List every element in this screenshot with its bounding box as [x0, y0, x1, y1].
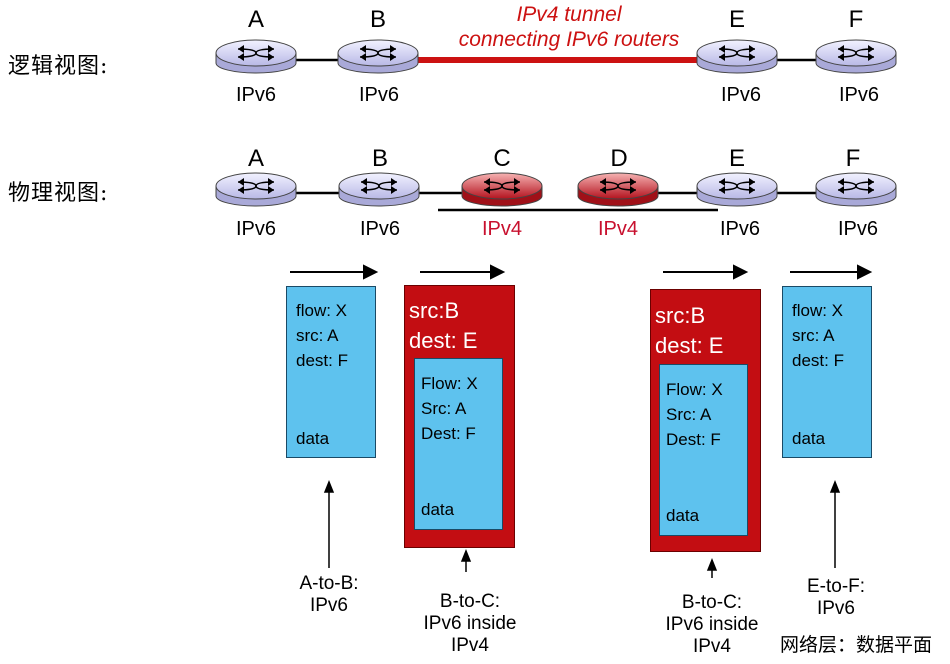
node-letter-f-logical: F [848, 6, 864, 33]
caption-b-to-c-1: B-to-C: IPv6 inside IPv4 [400, 591, 540, 657]
proto-f-logical: IPv6 [838, 84, 880, 106]
caption-line: B-to-C: [439, 591, 501, 612]
outer-header-src: src:B [655, 303, 706, 328]
packet-field-src: Src: A [666, 405, 712, 424]
node-letter-c-physical: C [493, 145, 511, 172]
caption-line: IPv6 inside [423, 613, 517, 634]
caption-line: IPv4 [692, 636, 732, 657]
proto-f-physical: IPv6 [837, 218, 879, 240]
packet-field-dest: dest: F [792, 351, 844, 370]
outer-header-src: src:B [409, 298, 460, 323]
node-letter-a-physical: A [247, 145, 264, 172]
packet-field-dest: dest: F [296, 351, 348, 370]
node-letter-b-logical: B [369, 6, 386, 33]
caption-line: B-to-C: [681, 592, 743, 613]
packet-data: data [666, 506, 700, 525]
tunnel-label: IPv4 tunnel connecting IPv6 routers [424, 2, 714, 52]
router-icon-c-physical [461, 172, 543, 207]
outer-header-dest: dest: E [655, 333, 724, 358]
router-icon-b-physical [338, 172, 420, 207]
outer-header-dest: dest: E [409, 328, 478, 353]
node-letter-e-logical: E [728, 6, 745, 33]
proto-d-physical: IPv4 [597, 218, 639, 240]
logical-view-label: 逻辑视图: [8, 54, 109, 79]
router-icon-f-physical [815, 172, 897, 207]
packet-field-flow: flow: X [296, 301, 348, 320]
packet-field-flow: Flow: X [421, 374, 478, 393]
caption-b-to-c-2: B-to-C: IPv6 inside IPv4 [642, 592, 782, 658]
packet-data: data [792, 429, 826, 448]
tunnel-label-line2: connecting IPv6 routers [458, 28, 680, 51]
caption-e-to-f: E-to-F: IPv6 [776, 576, 896, 620]
node-letter-b-physical: B [371, 145, 388, 172]
inner-ipv6-packet: Flow: X Src: A Dest: F data [414, 358, 503, 530]
caption-line: IPv6 [309, 595, 349, 616]
caption-line: IPv6 inside [665, 614, 759, 635]
proto-e-logical: IPv6 [720, 84, 762, 106]
caption-line: IPv6 [816, 598, 856, 619]
encapsulated-packet-b-to-c-1: src:B dest: E Flow: X Src: A Dest: F dat… [404, 285, 515, 548]
proto-e-physical: IPv6 [719, 218, 761, 240]
tunnel-label-line1: IPv4 tunnel [516, 3, 622, 26]
proto-a-logical: IPv6 [235, 84, 277, 106]
physical-view-label: 物理视图: [8, 181, 109, 206]
node-letter-e-physical: E [728, 145, 745, 172]
inner-ipv6-packet: Flow: X Src: A Dest: F data [659, 364, 748, 536]
packet-data: data [296, 429, 330, 448]
router-icon-a-logical [215, 39, 297, 74]
proto-b-physical: IPv6 [359, 218, 401, 240]
packet-e-to-f: flow: X src: A dest: F data [782, 286, 872, 458]
proto-c-physical: IPv4 [481, 218, 523, 240]
caption-line: A-to-B: [299, 573, 359, 594]
packet-field-src: src: A [296, 326, 339, 345]
node-letter-d-physical: D [610, 145, 628, 172]
node-letter-f-physical: F [845, 145, 861, 172]
footer-title: 网络层：数据平面 [780, 634, 933, 656]
caption-a-to-b: A-to-B: IPv6 [269, 573, 389, 617]
router-icon-e-physical [696, 172, 778, 207]
router-icon-f-logical [815, 39, 897, 74]
packet-data: data [421, 500, 455, 519]
router-icon-b-logical [337, 39, 419, 74]
packet-field-dest: Dest: F [666, 430, 721, 449]
encapsulated-packet-b-to-c-2: src:B dest: E Flow: X Src: A Dest: F dat… [650, 289, 761, 552]
packet-field-flow: Flow: X [666, 380, 723, 399]
caption-line: E-to-F: [806, 576, 866, 597]
packet-field-flow: flow: X [792, 301, 844, 320]
proto-b-logical: IPv6 [358, 84, 400, 106]
node-letter-a-logical: A [247, 6, 264, 33]
packet-field-src: Src: A [421, 399, 467, 418]
caption-line: IPv4 [450, 635, 490, 656]
packet-field-src: src: A [792, 326, 835, 345]
proto-a-physical: IPv6 [235, 218, 277, 240]
packet-field-dest: Dest: F [421, 424, 476, 443]
packet-a-to-b: flow: X src: A dest: F data [286, 286, 376, 458]
router-icon-a-physical [215, 172, 297, 207]
router-icon-d-physical [577, 172, 659, 207]
